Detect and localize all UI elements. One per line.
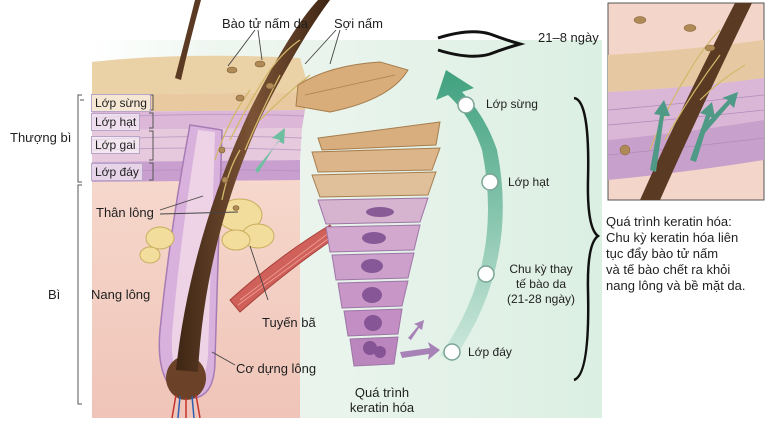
label-cycle-basale: Lớp đáy <box>468 345 512 359</box>
cycle-arrow <box>436 70 503 362</box>
note-keratinization: Quá trình keratin hóa: Chu kỳ keratin hó… <box>606 214 766 294</box>
label-spores: Bào tử nấm da <box>222 16 309 31</box>
cycle-markers <box>443 96 499 361</box>
label-sebaceous-gland: Tuyến bã <box>262 315 316 330</box>
layer-brackets <box>77 94 154 405</box>
label-stratum-spinosum: Lớp gai <box>91 136 140 154</box>
note-line3: tục đẩy bào tử nấm <box>606 246 719 261</box>
note-line1: Quá trình keratin hóa: <box>606 214 732 229</box>
label-cycle-line2: tế bào da <box>515 277 567 291</box>
duration-brace <box>437 30 526 58</box>
sebaceous-gland <box>139 198 275 264</box>
hair-shaft <box>176 0 330 372</box>
label-cycle-granulosum: Lớp hạt <box>508 175 550 189</box>
fungal-spores <box>218 60 275 211</box>
label-stratum-corneum: Lớp sừng <box>91 94 151 112</box>
leader-lines <box>159 29 341 366</box>
label-duration: 21–8 ngày <box>538 30 599 45</box>
label-stratum-basale: Lớp đáy <box>91 163 143 181</box>
label-cycle-line1: Chu kỳ thay <box>509 262 573 276</box>
label-hyphae: Sợi nấm <box>334 16 383 31</box>
shed-corneum-flake <box>295 61 409 113</box>
label-hair-shaft: Thân lông <box>96 205 154 220</box>
label-dermis: Bì <box>48 287 61 302</box>
label-keratinization-line1: Quá trình <box>354 385 410 400</box>
label-cycle: Chu kỳ thay tế bào da (21-28 ngày) <box>496 262 586 307</box>
note-line4: và tế bào chết ra khỏi <box>606 262 731 277</box>
keratinization-stack <box>311 121 441 367</box>
label-hair-follicle: Nang lông <box>91 287 151 302</box>
label-cycle-line3: (21-28 ngày) <box>506 292 576 306</box>
label-keratinization: Quá trình keratin hóa <box>342 385 422 415</box>
small-hair <box>175 0 201 80</box>
label-stratum-granulosum: Lớp hạt <box>91 113 141 131</box>
inset-detail <box>607 2 765 201</box>
small-upward-arrow <box>255 128 285 173</box>
label-cycle-corneum: Lớp sừng <box>486 97 538 111</box>
note-line5: nang lông và bề mặt da. <box>606 278 746 293</box>
label-epidermis: Thượng bì <box>10 130 72 145</box>
right-brace <box>573 96 601 382</box>
base-arrow <box>400 342 440 360</box>
fungal-hyphae <box>214 39 311 201</box>
note-line2: Chu kỳ keratin hóa liên <box>606 230 739 245</box>
label-arrector-pili: Cơ dựng lông <box>236 361 317 376</box>
label-keratinization-line2: keratin hóa <box>349 400 415 415</box>
